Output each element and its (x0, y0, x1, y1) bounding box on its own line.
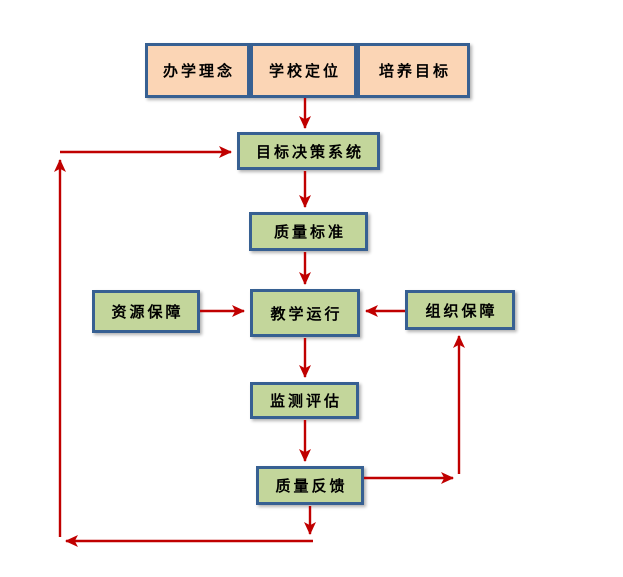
node-positioning: 学校定位 (250, 43, 357, 98)
node-teaching-operation: 教学运行 (250, 289, 360, 337)
node-organization-guarantee: 组织保障 (405, 290, 515, 330)
node-quality-standard: 质量标准 (249, 212, 368, 251)
node-training-goal: 培养目标 (357, 43, 470, 98)
node-monitoring-evaluation: 监测评估 (250, 382, 359, 419)
node-philosophy: 办学理念 (145, 43, 250, 98)
node-resource-guarantee: 资源保障 (92, 290, 200, 333)
node-quality-feedback: 质量反馈 (256, 466, 364, 505)
node-decision-system: 目标决策系统 (237, 132, 380, 170)
